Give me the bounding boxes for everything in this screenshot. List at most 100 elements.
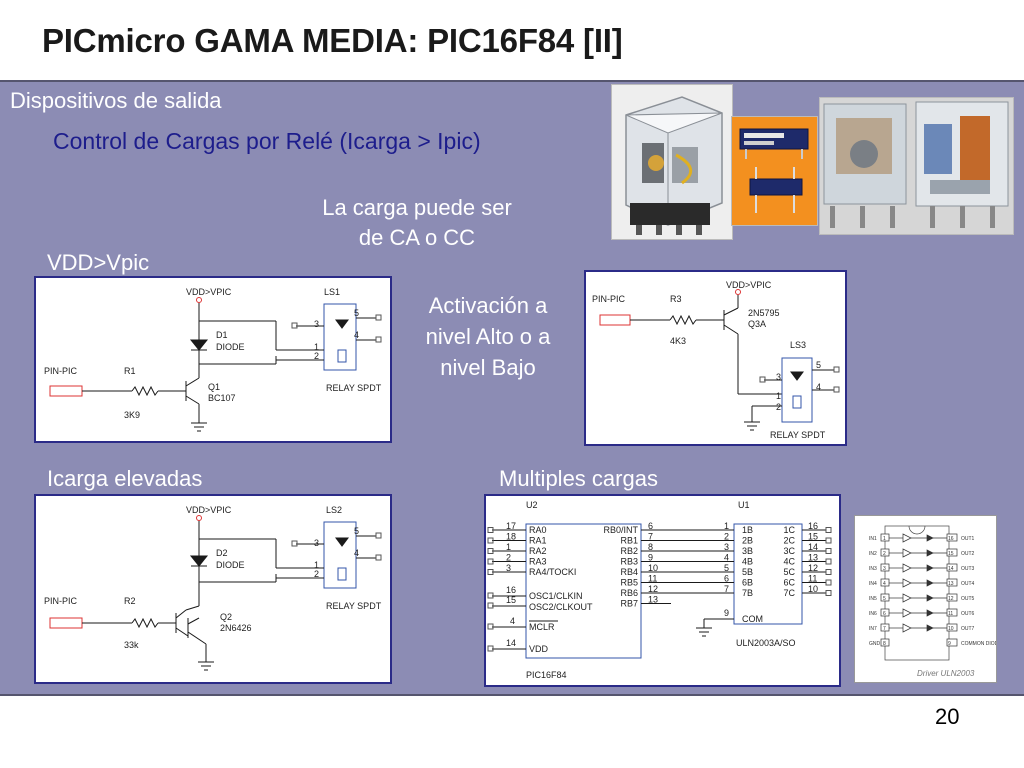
c3-relay-type: RELAY SPDT [326,601,382,611]
uln-out-pin-num: 11 [808,574,817,584]
pic-right-pin-num: 8 [648,542,653,552]
c3-transistor-ref: Q2 [220,612,232,622]
c4-osc2-num: 15 [506,595,516,605]
c3-resistor-ref: R2 [124,596,136,606]
uln-driver-in-pin: 2 [883,551,886,557]
uln-out-pin-num: 10 [808,584,818,594]
uln-in-pin-name: 5B [742,567,753,577]
c2-resistor-value: 4K3 [670,336,686,346]
c4-com-num: 9 [724,608,729,618]
uln-driver-in-label: GND [869,641,881,647]
uln-driver-out-label: OUT3 [961,566,975,572]
open-relay-icon [820,98,1013,234]
uln-in-pin-num: 3 [724,542,729,552]
pic-right-pin-name: RB0/INT [603,525,638,535]
activation-note-line-1: Activación a [428,293,548,318]
c1-resistor-ref: R1 [124,366,136,376]
c2-pin-pic: PIN-PIC [592,294,626,304]
pic-right-pin-name: RB1 [620,536,638,546]
c1-pin2: 2 [314,351,319,361]
section-heading: Dispositivos de salida [10,88,222,113]
uln-out-pin-num: 12 [808,563,818,573]
uln-out-pin-name: 6C [783,578,795,588]
c1-transistor-ref: Q1 [208,382,220,392]
uln-in-pin-num: 1 [724,521,729,531]
subtitle: Control de Cargas por Relé (Icarga > Ipi… [53,128,481,154]
c4-osc1-name: OSC1/CLKIN [529,591,583,601]
c3-vdd-label: VDD>VPIC [186,505,232,515]
uln-driver-out-label: OUT4 [961,581,975,587]
uln-in-pin-num: 2 [724,532,729,542]
c3-pin1: 1 [314,560,319,570]
uln-in-pin-name: 4B [742,557,753,567]
uln-driver-out-pin: 12 [948,596,954,602]
uln-driver-out-pin: 10 [948,626,954,632]
uln-out-pin-name: 5C [783,567,795,577]
uln-out-pin-name: 7C [783,588,795,598]
c1-transistor-type: BC107 [208,393,236,403]
uln-out-pin-num: 15 [808,532,818,542]
pic-left-pin-name: RA0 [529,525,547,535]
uln-out-pin-name: 1C [783,525,795,535]
activation-note-line-3: nivel Bajo [440,355,536,380]
c2-pin1: 1 [776,391,781,401]
uln-driver-in-label: IN6 [869,611,877,617]
uln-driver-in-pin: 3 [883,566,886,572]
pic-left-pin-num: 3 [506,563,511,573]
pic-right-pin-num: 6 [648,521,653,531]
c2-pin2: 2 [776,402,781,412]
uln-driver-out-label: OUT2 [961,551,975,557]
c3-resistor-value: 33k [124,640,139,650]
c3-pin-pic: PIN-PIC [44,596,78,606]
uln-driver-in-pin: 1 [883,536,886,542]
c3-pin5: 5 [354,526,359,536]
uln-in-pin-num: 5 [724,563,729,573]
pic-left-pin-num: 2 [506,553,511,563]
c1-pin-pic: PIN-PIC [44,366,78,376]
c1-pin3: 3 [314,319,319,329]
pic-left-pin-name: RA4/TOCKI [529,567,576,577]
c4-u1-ref: U1 [738,500,750,510]
uln-driver-in-label: IN3 [869,566,877,572]
c2-pin5: 5 [816,360,821,370]
uln-out-pin-name: 3C [783,546,795,556]
uln-in-pin-name: 7B [742,588,753,598]
uln-in-pin-num: 7 [724,584,729,594]
pic-right-pin-num: 11 [648,574,657,584]
c2-relay-ref: LS3 [790,340,806,350]
slide-title: PICmicro GAMA MEDIA: PIC16F84 [II] [42,22,623,59]
c2-pin4: 4 [816,382,821,392]
c2-transistor-type: 2N5795 [748,308,780,318]
activation-note: Activación a nivel Alto o a nivel Bajo [408,290,568,383]
c2-pin3: 3 [776,372,781,382]
uln-driver-out-label: COMMON DIODE [961,641,996,647]
pic-right-pin-num: 9 [648,553,653,563]
uln-driver-in-label: IN5 [869,596,877,602]
c4-vdd-num: 14 [506,638,516,648]
uln-driver-out-pin: 11 [948,611,953,617]
uln-out-pin-num: 16 [808,521,818,531]
uln-in-pin-num: 6 [724,574,729,584]
uln-driver-in-pin: 5 [883,596,886,602]
uln-driver-out-label: OUT1 [961,536,975,542]
pic-right-pin-name: RB6 [620,588,638,598]
uln-driver-in-pin: 7 [883,626,886,632]
c1-resistor-value: 3K9 [124,410,140,420]
c4-mclr-num: 4 [510,616,515,626]
label-vdd-vpic: VDD>Vpic [47,250,150,275]
uln-driver-in-label: IN1 [869,536,877,542]
load-note-line-1: La carga puede ser [322,195,512,220]
pic-left-pin-num: 1 [506,542,511,552]
c2-vdd-label: VDD>VPIC [726,280,772,290]
pic-right-pin-num: 12 [648,584,658,594]
c3-pin4: 4 [354,548,359,558]
c4-osc2-name: OSC2/CLKOUT [529,602,593,612]
uln-driver-in-pin: 8 [883,641,886,647]
uln-driver-out-pin: 15 [948,551,954,557]
label-multiples: Multiples cargas [499,466,658,491]
uln-driver-in-label: IN2 [869,551,877,557]
pic-right-pin-name: RB4 [620,567,638,577]
schematic-darlington-relay: VDD>VPIC LS2 D2 DIODE 5 3 4 1 2 RELAY SP… [34,494,392,684]
c3-diode-ref: D2 [216,548,228,558]
